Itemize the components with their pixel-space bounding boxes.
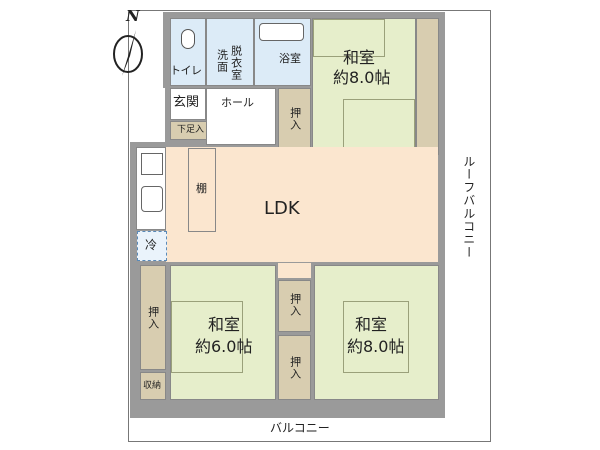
room-label: 冷 (145, 238, 158, 252)
room-label: 和室 (343, 48, 376, 67)
room-label: 約8.0帖 (333, 68, 391, 87)
closet: 押入 (278, 335, 311, 400)
shoe-storage: 下足入 (170, 121, 216, 140)
room-label: 和室 (355, 315, 388, 334)
passage (278, 263, 311, 278)
washitsu-6: 和室 約6.0帖 (170, 265, 276, 400)
room-label: 洗面 (215, 49, 229, 73)
tatami-line (343, 301, 409, 373)
room-label: 棚 (196, 182, 207, 195)
entrance-porch (135, 88, 165, 142)
room-label: 脱衣室 (229, 45, 243, 81)
washitsu-8-north: 和室 約8.0帖 (312, 18, 416, 156)
tatami-line (171, 301, 243, 373)
room-label: 浴室 (279, 52, 301, 65)
compass-icon: N (108, 7, 148, 78)
room-label: 押入 (288, 293, 302, 317)
roof-balcony-label: ルーフバルコニー (461, 155, 476, 259)
shelf: 棚 (188, 148, 216, 232)
room-label: 約6.0帖 (195, 337, 253, 356)
room-label: トイレ (170, 64, 202, 77)
alcove (416, 18, 439, 155)
room-label: LDK (264, 198, 300, 219)
roof-balcony-outline (128, 10, 491, 442)
storage: 収納 (140, 372, 166, 400)
room-label: 下足入 (177, 125, 205, 135)
room-label: ホール (221, 96, 254, 109)
fridge: 冷 (137, 231, 167, 261)
closet: 押入 (278, 280, 311, 332)
washitsu-8-south: 和室 約8.0帖 (314, 265, 439, 400)
hall: ホール (206, 88, 276, 145)
toilet: トイレ (170, 18, 206, 86)
entrance: 玄関 (170, 88, 206, 120)
kitchen-counter (136, 147, 166, 230)
closet: 押入 (278, 88, 311, 155)
room-label: 約8.0帖 (347, 337, 405, 356)
room-label: 押入 (288, 356, 302, 380)
bathtub-icon (259, 23, 304, 41)
washroom: 脱衣室 洗面 (206, 18, 254, 86)
compass-label: N (126, 7, 140, 25)
sink-icon (141, 186, 163, 212)
room-label: 押入 (146, 306, 160, 330)
room-label: 和室 (208, 315, 241, 334)
bathroom: 浴室 (254, 18, 311, 86)
stove-icon (141, 153, 163, 175)
room-label: 玄関 (173, 95, 200, 110)
room-label: 押入 (288, 107, 302, 131)
balcony-label: バルコニー (270, 421, 330, 435)
tatami-line (313, 19, 385, 57)
room-label: 収納 (143, 381, 162, 391)
closet: 押入 (140, 265, 166, 370)
toilet-icon (181, 29, 195, 49)
